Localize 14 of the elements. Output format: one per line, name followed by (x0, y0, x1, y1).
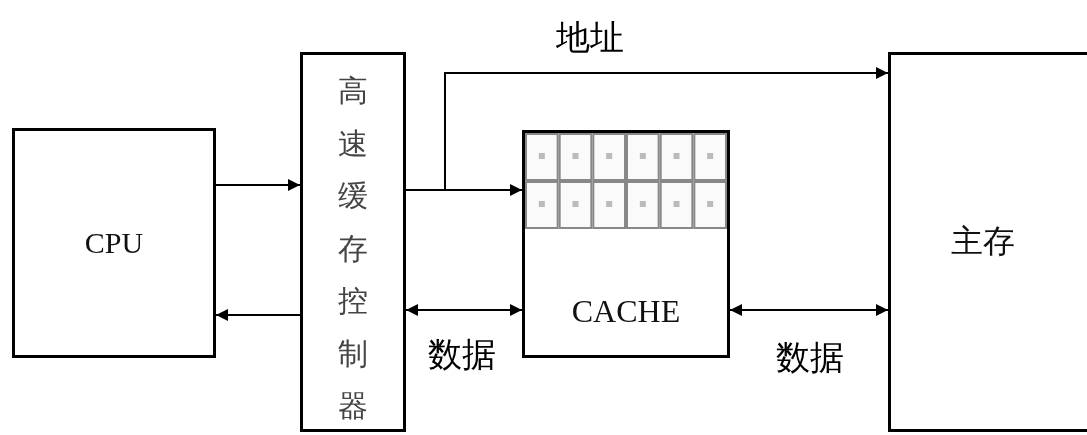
cache-box (522, 130, 730, 358)
edge-label: 数据 (776, 339, 844, 377)
vertical-label: 高速缓存控制器 (338, 72, 368, 425)
arrow (729, 304, 889, 316)
node-label: CACHE (571, 293, 681, 330)
arrow (405, 304, 523, 316)
edge-label: 数据 (428, 336, 496, 374)
unit-box (888, 52, 1087, 432)
controller-box (300, 52, 406, 432)
arrow (215, 179, 301, 191)
arrow (215, 309, 301, 321)
node-label: CPU (84, 226, 144, 260)
unit-box (12, 128, 216, 358)
node-label: 主存 (950, 221, 1015, 262)
